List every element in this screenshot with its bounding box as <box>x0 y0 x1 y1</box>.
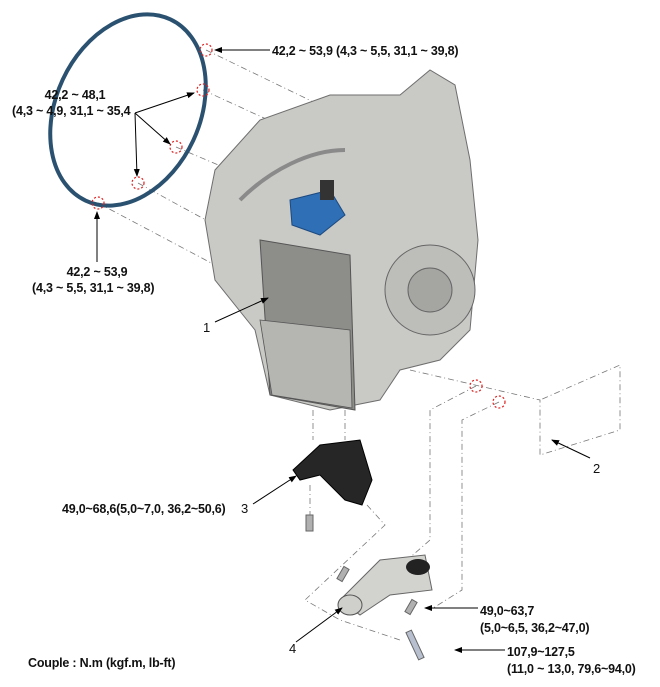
ring-bottom-torque-nm: 42,2 ~ 53,9 <box>66 265 128 279</box>
mount-bolt-torque-alt: (5,0~6,5, 36,2~47,0) <box>480 621 590 635</box>
seal-ring <box>48 12 208 208</box>
ring-top-torque: 42,2 ~ 53,9 (4,3 ~ 5,5, 31,1 ~ 39,8) <box>272 44 459 58</box>
part-number-2: 2 <box>593 461 601 476</box>
long-bolt-torque-nm: 107,9~127,5 <box>507 645 575 659</box>
transmission-assembly <box>204 69 479 411</box>
mount-part-4 <box>337 554 433 616</box>
torque-point-markers <box>91 43 506 409</box>
ring-mid-torque-alt: (4,3 ~ 4,9, 31,1 ~ 35,4 <box>12 104 131 118</box>
callout-arrows <box>94 47 591 653</box>
part-number-3: 3 <box>241 501 249 516</box>
part-number-4: 4 <box>289 641 297 656</box>
bracket-torque: 49,0~68,6(5,0~7,0, 36,2~50,6) <box>62 502 226 516</box>
ring-mid-torque-nm: 42,2 ~ 48,1 <box>44 88 106 102</box>
units-legend: Couple : N.m (kgf.m, lb-ft) <box>28 656 176 670</box>
long-bolt-torque-alt: (11,0 ~ 13,0, 79,6~94,0) <box>507 662 636 676</box>
ring-bottom-torque-alt: (4,3 ~ 5,5, 31,1 ~ 39,8) <box>32 281 155 295</box>
bolt <box>305 514 314 532</box>
part-number-1: 1 <box>203 320 211 335</box>
bracket-part-3 <box>292 439 373 506</box>
mount-bolt-torque-nm: 49,0~63,7 <box>480 604 535 618</box>
